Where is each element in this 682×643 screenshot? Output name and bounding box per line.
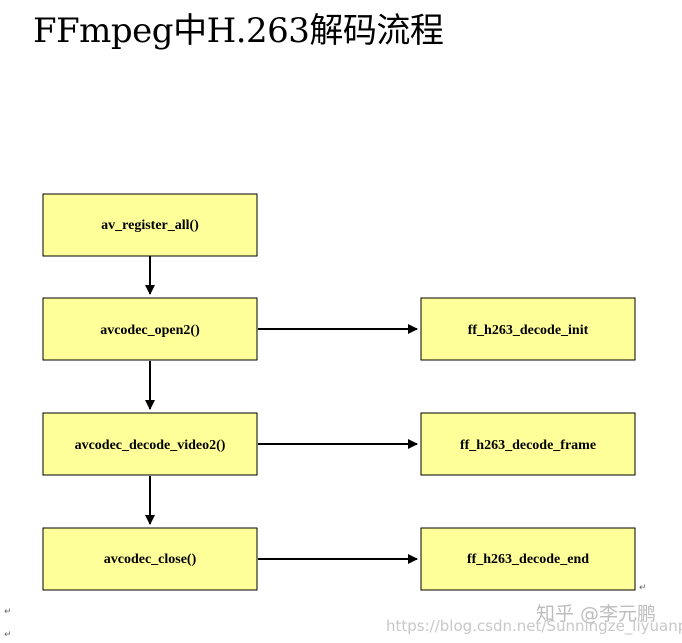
node-av-register-all: av_register_all() [42,193,258,257]
node-ff-h263-decode-frame: ff_h263_decode_frame [420,412,636,476]
page-title: FFmpeg中H.263解码流程 [33,11,444,51]
watermark-logo: 知乎 @李元鹏 [536,603,657,625]
node-label: ff_h263_decode_init [468,323,589,338]
node-avcodec-decode-video2: avcodec_decode_video2() [42,412,258,476]
node-label: avcodec_open2() [100,323,200,338]
node-ff-h263-decode-end: ff_h263_decode_end [420,527,636,591]
node-label: ff_h263_decode_frame [460,438,596,453]
paragraph-mark: ↵ [4,630,12,640]
node-label: avcodec_close() [104,552,197,567]
node-label: avcodec_decode_video2() [75,438,226,453]
node-ff-h263-decode-init: ff_h263_decode_init [420,297,636,361]
node-label: av_register_all() [101,218,199,233]
node-label: ff_h263_decode_end [467,552,589,567]
node-avcodec-open2: avcodec_open2() [42,297,258,361]
paragraph-mark: ↵ [639,583,647,593]
watermark-url: https://blog.csdn.net/Sunningze_liyuanpe… [386,617,682,635]
paragraph-mark: ↵ [4,607,12,617]
node-avcodec-close: avcodec_close() [42,527,258,591]
